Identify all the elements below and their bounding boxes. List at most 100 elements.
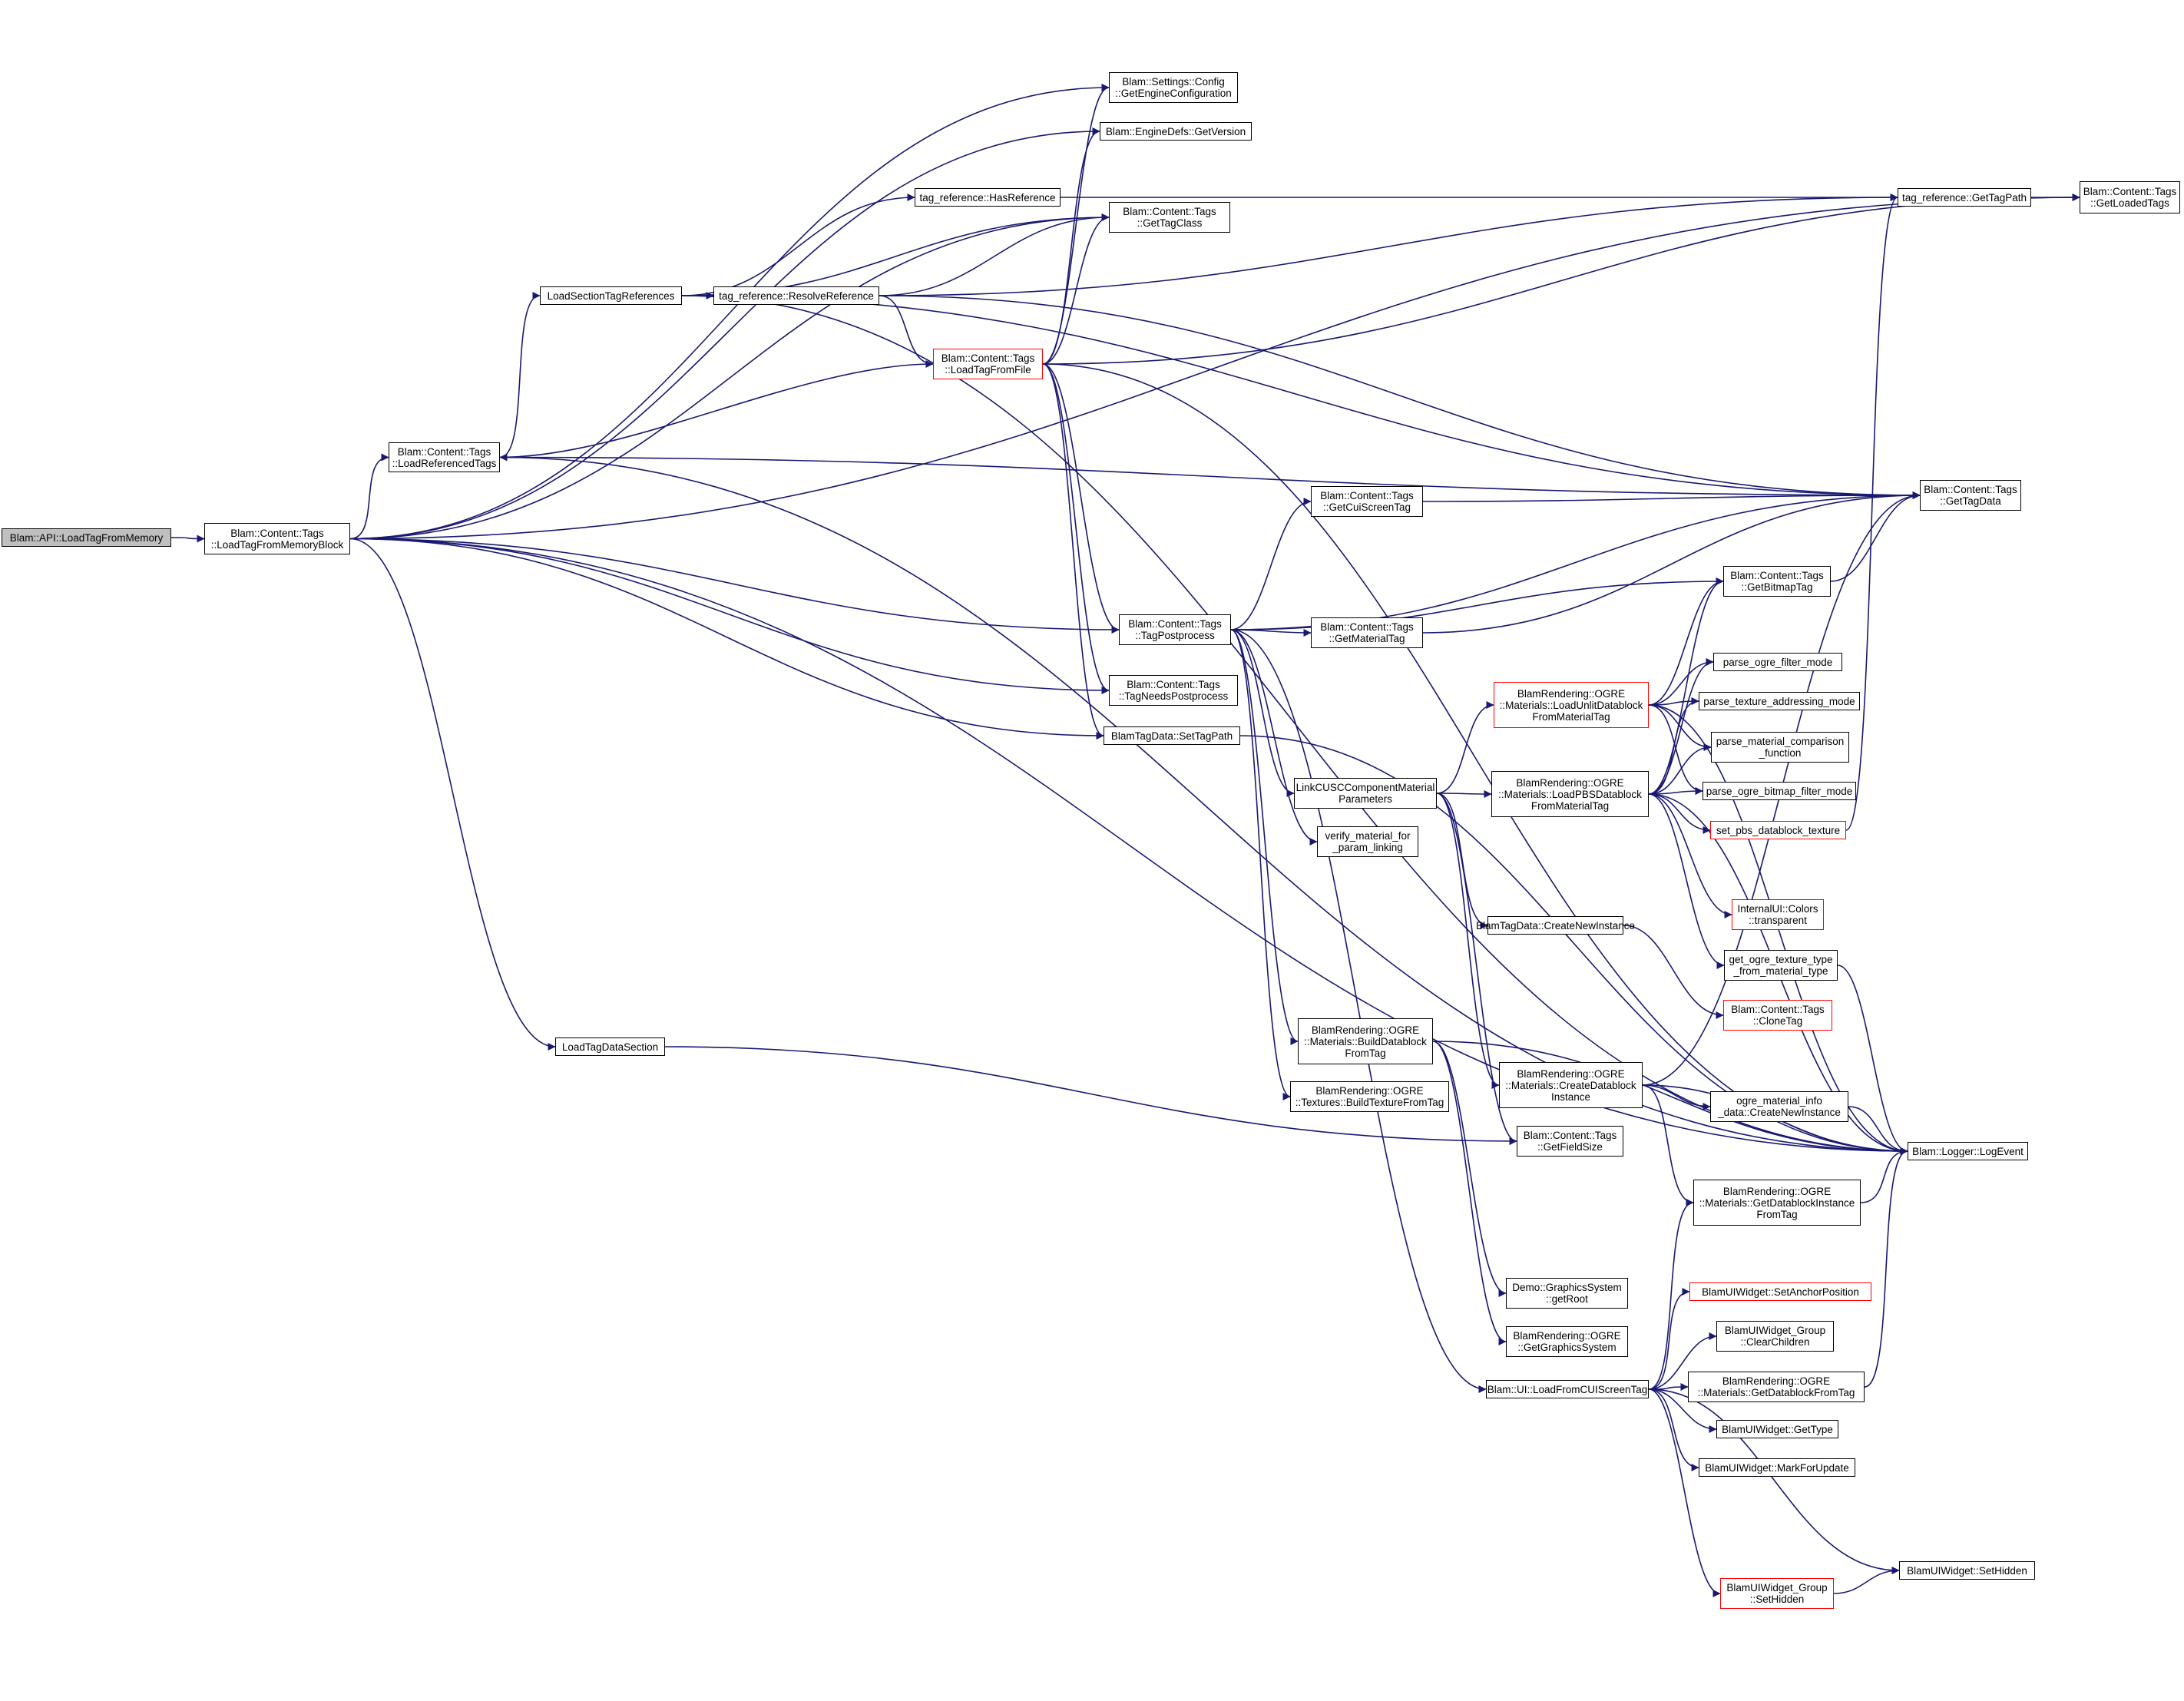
edge-ltff-to-glt	[1042, 194, 2080, 365]
node-cdi[interactable]: BlamRendering::OGRE::Materials::CreateDa…	[1499, 1062, 1643, 1108]
edge-tpp-to-lfcui	[1230, 629, 1487, 1393]
node-label-line: ogre_material_info	[1736, 1095, 1822, 1107]
node-pofm[interactable]: parse_ogre_filter_mode	[1713, 653, 1842, 671]
edge-lfmb-to-gv	[349, 127, 1100, 540]
node-lpd[interactable]: BlamRendering::OGRE::Materials::LoadPBSD…	[1491, 771, 1649, 817]
node-vmpl[interactable]: verify_material_for_param_linking	[1317, 826, 1418, 857]
node-gdft[interactable]: BlamRendering::OGRE::Materials::GetDatab…	[1688, 1372, 1865, 1402]
node-le[interactable]: Blam::Logger::LogEvent	[1908, 1142, 2028, 1160]
node-label-line: Blam::Logger::LogEvent	[1912, 1145, 2024, 1157]
node-label-line: ::GetCuiScreenTag	[1322, 501, 1411, 513]
edge-rr-to-gtd	[879, 295, 1921, 499]
edge-spdt-to-gtp	[1845, 194, 1898, 831]
node-gdift[interactable]: BlamRendering::OGRE::Materials::GetDatab…	[1693, 1180, 1861, 1226]
edge-ltff-to-gv	[1042, 127, 1100, 365]
edge-lfmb-to-tpp	[349, 538, 1120, 634]
edge-lfcui-to-wgt	[1648, 1388, 1717, 1433]
node-wgt[interactable]: BlamUIWidget::GetType	[1716, 1420, 1838, 1438]
edge-bdft-to-ggs	[1432, 1041, 1507, 1345]
node-btft[interactable]: BlamRendering::OGRE::Textures::BuildText…	[1290, 1081, 1449, 1112]
node-ltds[interactable]: LoadTagDataSection	[555, 1037, 665, 1056]
node-stp[interactable]: BlamTagData::SetTagPath	[1104, 726, 1240, 745]
node-gottmt[interactable]: get_ogre_texture_type_from_material_type	[1724, 950, 1838, 981]
node-gmt[interactable]: Blam::Content::Tags::GetMaterialTag	[1311, 617, 1423, 648]
node-tnp[interactable]: Blam::Content::Tags::TagNeedsPostprocess	[1109, 675, 1238, 706]
node-ggs[interactable]: BlamRendering::OGRE::GetGraphicsSystem	[1506, 1326, 1628, 1357]
edge-omci-to-le	[1848, 1106, 1908, 1155]
node-lud[interactable]: BlamRendering::OGRE::Materials::LoadUnli…	[1494, 682, 1649, 728]
node-omci[interactable]: ogre_material_info_data::CreateNewInstan…	[1710, 1091, 1848, 1122]
node-label-line: FromMaterialTag	[1532, 710, 1610, 723]
edge-cdi-to-gdift	[1642, 1084, 1694, 1206]
node-bdft[interactable]: BlamRendering::OGRE::Materials::BuildDat…	[1298, 1018, 1433, 1064]
node-sap[interactable]: BlamUIWidget::SetAnchorPosition	[1689, 1282, 1871, 1301]
edge-lcmp-to-lud	[1436, 701, 1494, 794]
node-spdt[interactable]: set_pbs_datablock_texture	[1710, 821, 1846, 839]
node-gsr[interactable]: Demo::GraphicsSystem::getRoot	[1506, 1278, 1628, 1309]
edge-lpd-to-ctr	[1648, 793, 1732, 918]
node-label-line: ::Materials::GetDatablockInstance	[1699, 1196, 1855, 1209]
edge-rr-to-ltff	[879, 295, 934, 368]
node-label-line: tag_reference::GetTagPath	[1901, 191, 2027, 204]
node-lrt[interactable]: Blam::Content::Tags::LoadReferencedTags	[389, 442, 500, 472]
node-pmcf[interactable]: parse_material_comparison_function	[1711, 732, 1849, 763]
node-gbt[interactable]: Blam::Content::Tags::GetBitmapTag	[1723, 566, 1831, 597]
node-glt[interactable]: Blam::Content::Tags::GetLoadedTags	[2080, 181, 2180, 213]
node-label-line: parse_texture_addressing_mode	[1703, 695, 1855, 707]
node-lstr[interactable]: LoadSectionTagReferences	[540, 286, 682, 305]
node-label-line: ::GetGraphicsSystem	[1517, 1342, 1616, 1353]
node-ptam[interactable]: parse_texture_addressing_mode	[1699, 692, 1860, 710]
node-gv[interactable]: Blam::EngineDefs::GetVersion	[1100, 122, 1252, 141]
node-label-line: _data::CreateNewInstance	[1718, 1107, 1841, 1118]
node-label-line: get_ogre_texture_type	[1729, 954, 1833, 965]
edge-lpd-to-gottmt	[1648, 793, 1725, 969]
node-label-line: ::TagPostprocess	[1135, 630, 1215, 641]
node-hr[interactable]: tag_reference::HasReference	[915, 188, 1061, 207]
edge-lpd-to-gbt	[1648, 577, 1724, 795]
node-ltff[interactable]: Blam::Content::Tags::LoadTagFromFile	[933, 349, 1043, 379]
node-lfcui[interactable]: Blam::UI::LoadFromCUIScreenTag	[1486, 1380, 1649, 1398]
node-gfs[interactable]: Blam::Content::Tags::GetFieldSize	[1517, 1126, 1623, 1157]
node-tpp[interactable]: Blam::Content::Tags::TagPostprocess	[1119, 614, 1231, 645]
node-api[interactable]: Blam::API::LoadTagFromMemory	[2, 528, 171, 547]
edge-tpp-to-bdft	[1230, 629, 1299, 1045]
edge-rr-to-gtc	[879, 213, 1110, 296]
node-lfmb[interactable]: Blam::Content::Tags::LoadTagFromMemoryBl…	[204, 523, 350, 554]
node-ct[interactable]: Blam::Content::Tags::CloneTag	[1723, 1000, 1832, 1031]
node-label-line: _function	[1759, 747, 1802, 759]
node-label-line: InternalUI::Colors	[1737, 903, 1818, 915]
node-label-line: ::Materials::LoadUnlitDatablock	[1499, 699, 1643, 711]
edge-lcmp-to-btdc	[1436, 793, 1488, 929]
node-label-line: ::GetEngineConfiguration	[1115, 88, 1232, 99]
node-label-line: BlamRendering::OGRE	[1517, 687, 1626, 700]
node-label-line: Blam::Content::Tags	[1128, 618, 1222, 630]
node-label-line: BlamRendering::OGRE	[1513, 1330, 1621, 1342]
node-label-line: ::Materials::BuildDatablock	[1304, 1035, 1427, 1047]
edge-lfmb-to-tnp	[349, 538, 1110, 694]
node-gtp[interactable]: tag_reference::GetTagPath	[1898, 188, 2031, 207]
edge-lrt-to-le	[499, 456, 1908, 1155]
node-gtd[interactable]: Blam::Content::Tags::GetTagData	[1920, 480, 2021, 511]
node-btdc[interactable]: BlamTagData::CreateNewInstance	[1476, 916, 1635, 935]
node-wgsh[interactable]: BlamUIWidget_Group::SetHidden	[1720, 1578, 1834, 1609]
node-label-line: ::LoadTagFromFile	[945, 364, 1031, 376]
node-rr[interactable]: tag_reference::ResolveReference	[713, 286, 879, 305]
node-ctr[interactable]: InternalUI::Colors::transparent	[1732, 899, 1824, 930]
node-label-line: ::CloneTag	[1752, 1015, 1803, 1027]
node-gtc[interactable]: Blam::Content::Tags::GetTagClass	[1109, 202, 1230, 233]
edge-lfmb-to-glt	[349, 194, 2080, 540]
edge-lfcui-to-wgcc	[1648, 1332, 1717, 1390]
node-label-line: BlamTagData::SetTagPath	[1110, 730, 1233, 742]
edge-lstr-to-hr	[681, 194, 915, 296]
node-gec[interactable]: Blam::Settings::Config::GetEngineConfigu…	[1109, 72, 1238, 103]
node-wgcc[interactable]: BlamUIWidget_Group::ClearChildren	[1716, 1321, 1834, 1352]
node-pobfm[interactable]: parse_ogre_bitmap_filter_mode	[1703, 782, 1856, 800]
node-gcst[interactable]: Blam::Content::Tags::GetCuiScreenTag	[1311, 486, 1423, 517]
node-wsh[interactable]: BlamUIWidget::SetHidden	[1899, 1561, 2035, 1580]
node-label-line: BlamUIWidget_Group	[1724, 1325, 1826, 1336]
edge-lpd-to-pmcf	[1648, 743, 1712, 795]
node-label-line: Demo::GraphicsSystem	[1512, 1282, 1622, 1293]
edge-lfcui-to-wmfu	[1648, 1388, 1699, 1471]
node-wmfu[interactable]: BlamUIWidget::MarkForUpdate	[1699, 1458, 1855, 1477]
